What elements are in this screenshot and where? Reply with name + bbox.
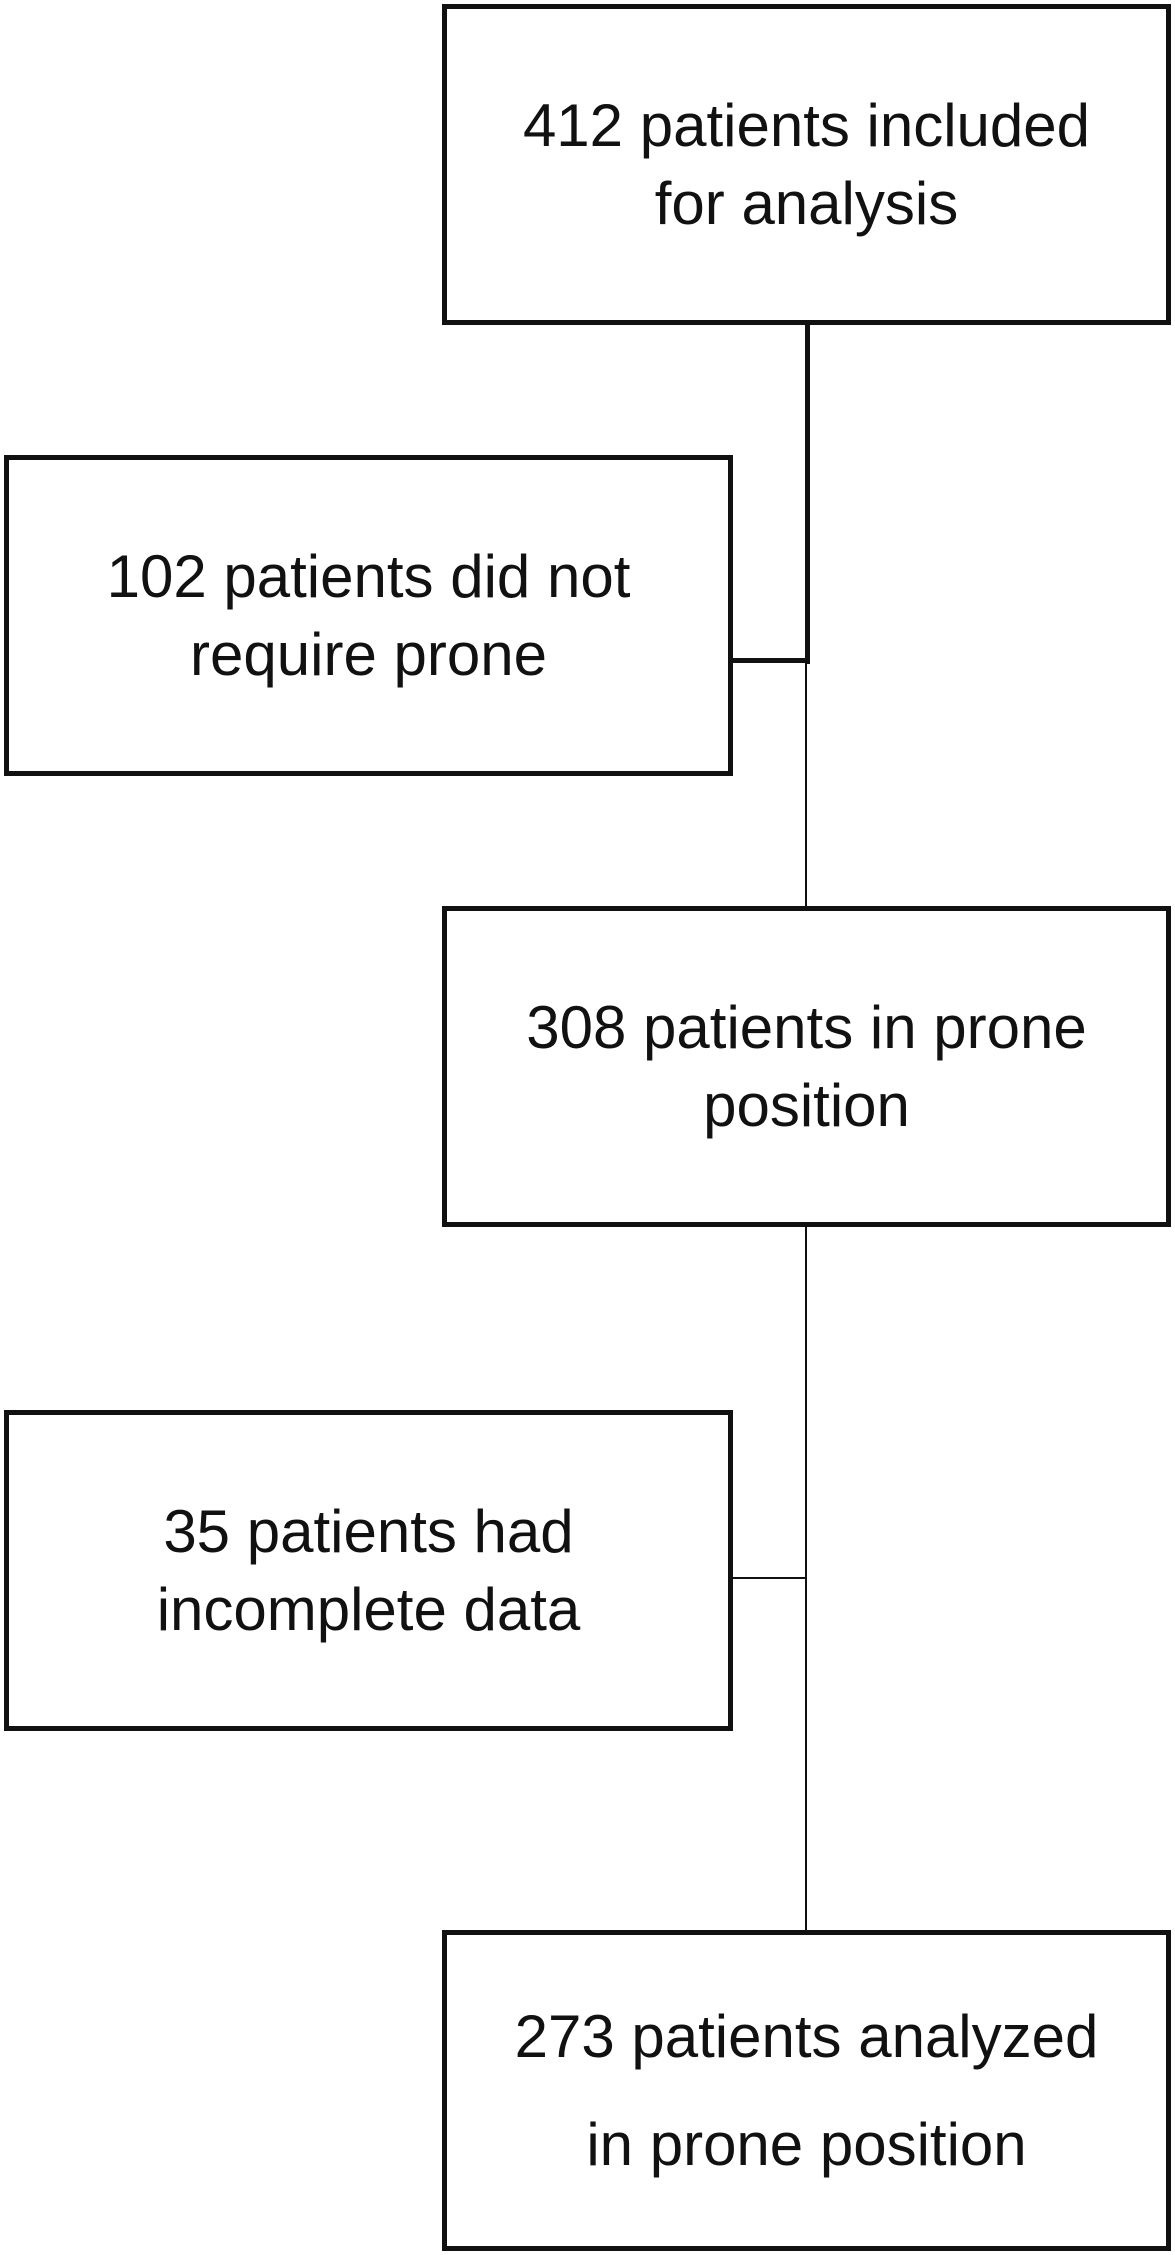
box-included: 412 patients included for analysis <box>442 4 1171 325</box>
connector-included-to-excluded-vertical <box>805 322 810 664</box>
box-not-require-prone-text: 102 patients did not require prone <box>107 538 631 694</box>
box-analyzed-line-1: 273 patients analyzed <box>514 2002 1099 2070</box>
box-prone-position-line-1: 308 patients in prone <box>526 993 1087 1061</box>
connector-to-prone <box>805 658 807 908</box>
box-analyzed: 273 patients analyzed in prone position <box>442 1930 1171 2251</box>
box-prone-position-line-2: position <box>703 1071 910 1139</box>
connector-prone-to-analyzed <box>805 1224 807 1934</box>
box-analyzed-text: 273 patients analyzed in prone position <box>515 1983 1099 2199</box>
box-analyzed-line-2: in prone position <box>586 2110 1027 2178</box>
box-included-line-1: 412 patients included <box>522 91 1091 159</box>
box-included-line-2: for analysis <box>654 169 959 237</box>
box-not-require-prone: 102 patients did not require prone <box>4 455 733 776</box>
box-prone-position: 308 patients in prone position <box>442 906 1171 1227</box>
box-prone-position-text: 308 patients in prone position <box>526 989 1086 1145</box>
connector-incomplete-horizontal <box>730 1577 807 1579</box>
box-incomplete-data-line-2: incomplete data <box>156 1575 581 1643</box>
box-not-require-prone-line-2: require prone <box>190 620 547 688</box>
connector-excluded-horizontal <box>730 658 810 663</box>
box-not-require-prone-line-1: 102 patients did not <box>106 542 631 610</box>
box-incomplete-data-line-1: 35 patients had <box>163 1497 574 1565</box>
box-included-text: 412 patients included for analysis <box>523 87 1090 243</box>
box-incomplete-data-text: 35 patients had incomplete data <box>157 1493 581 1649</box>
box-incomplete-data: 35 patients had incomplete data <box>4 1410 733 1731</box>
